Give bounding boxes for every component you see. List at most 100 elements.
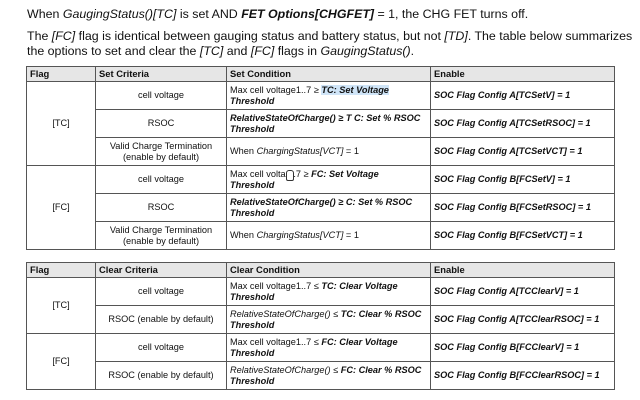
criteria-cell: cell voltage bbox=[95, 277, 227, 306]
condition-threshold: FC: Clear Voltage bbox=[321, 337, 398, 348]
enable-cell: SOC Flag Config A[TCClearRSOC] = 1 bbox=[430, 305, 615, 334]
intro-text: = 1, the CHG FET turns off. bbox=[374, 7, 529, 21]
condition-text: Max cell voltage1..7 ≤ bbox=[230, 281, 322, 292]
intro-text: and bbox=[223, 44, 251, 58]
table-row: [TC] cell voltage Max cell voltage1..7 ≤… bbox=[26, 277, 615, 334]
condition-text: Max cell voltage1..7 ≤ bbox=[230, 337, 322, 348]
condition-threshold: Threshold bbox=[230, 95, 275, 106]
table-row: RSOC RelativeStateOfCharge() ≥ C: Set % … bbox=[27, 193, 615, 222]
condition-cell: Max cell voltage1..7 ≤ TC: Clear Voltage… bbox=[226, 277, 431, 306]
criteria-note: (enable by default) bbox=[122, 151, 200, 162]
condition-cell: When ChargingStatus[VCT] = 1 bbox=[226, 221, 431, 250]
condition-text: When bbox=[230, 230, 257, 241]
condition-register: ChargingStatus[VCT] bbox=[256, 230, 344, 241]
criteria-cell: cell voltage bbox=[95, 81, 227, 110]
enable-cell: SOC Flag Config B[FCSetV] = 1 bbox=[430, 165, 615, 194]
condition-text: Max cell voltage1..7 ≥ bbox=[230, 85, 322, 96]
criteria-cell: RSOC bbox=[95, 109, 227, 138]
table-header-row: Flag Clear Criteria Clear Condition Enab… bbox=[26, 262, 615, 278]
enable-cell: SOC Flag Config A[TCSetVCT] = 1 bbox=[430, 137, 615, 166]
condition-threshold-highlighted: TC: Set Voltage bbox=[321, 85, 389, 96]
criteria-cell: Valid Charge Termination(enable by defau… bbox=[95, 137, 227, 166]
criteria-cell: RSOC bbox=[95, 193, 227, 222]
condition-cell: RelativeStateOfCharge() ≥ T C: Set % RSO… bbox=[226, 109, 431, 138]
intro-text: the options to set and clear the bbox=[27, 44, 200, 58]
condition-text: = 1 bbox=[343, 230, 359, 241]
intro-register: GaugingStatus()[TC] bbox=[62, 7, 177, 21]
table-row: RSOC RelativeStateOfCharge() ≥ T C: Set … bbox=[27, 109, 615, 138]
table-row: RSOC (enable by default) RelativeStateOf… bbox=[27, 305, 615, 334]
condition-text: RelativeStateOfCharge() ≥ C: Set % RSOC bbox=[230, 197, 413, 208]
flag-cell: [TC] bbox=[26, 81, 96, 166]
enable-cell: SOC Flag Config B[FCClearV] = 1 bbox=[430, 333, 615, 362]
intro-text: is set AND bbox=[176, 7, 242, 21]
clear-criteria-table: Flag Clear Criteria Clear Condition Enab… bbox=[26, 262, 615, 390]
condition-text: RelativeStateOfCharge() ≤ bbox=[230, 309, 341, 320]
condition-text: When bbox=[230, 146, 257, 157]
intro-text: . The table below summarizes bbox=[467, 29, 633, 43]
condition-threshold: TC: Clear Voltage bbox=[321, 281, 398, 292]
criteria-text: Valid Charge Termination bbox=[109, 141, 213, 152]
flag-cell: [TC] bbox=[26, 277, 96, 334]
table-row: [TC] cell voltage Max cell voltage1..7 ≥… bbox=[26, 81, 615, 166]
intro-text: flag is identical between gauging status… bbox=[75, 29, 445, 43]
intro-flag: [FC] bbox=[51, 29, 76, 43]
criteria-text: Valid Charge Termination bbox=[109, 225, 213, 236]
condition-text: RelativeStateOfCharge() ≥ T C: Set % RSO… bbox=[230, 113, 421, 124]
condition-threshold: TC: Clear % RSOC bbox=[340, 309, 422, 320]
enable-cell: SOC Flag Config B[FCSetVCT] = 1 bbox=[430, 221, 615, 250]
condition-threshold: Threshold bbox=[230, 291, 275, 302]
enable-cell: SOC Flag Config B[FCClearRSOC] = 1 bbox=[430, 361, 615, 390]
condition-cell: Max cell voltage1..7 ≤ FC: Clear Voltage… bbox=[226, 333, 431, 362]
table-row: Valid Charge Termination(enable by defau… bbox=[27, 137, 615, 166]
mouse-cursor-icon bbox=[286, 170, 294, 181]
intro-paragraph-2: The [FC] flag is identical between gaugi… bbox=[27, 29, 632, 44]
criteria-note: (enable by default) bbox=[122, 235, 200, 246]
intro-text: . bbox=[410, 44, 415, 58]
header-flag: Flag bbox=[26, 262, 96, 278]
intro-paragraph-3: the options to set and clear the [TC] an… bbox=[27, 44, 414, 59]
intro-register: FET Options[CHGFET] bbox=[241, 7, 375, 21]
table-row: Valid Charge Termination(enable by defau… bbox=[27, 221, 615, 250]
intro-paragraph-1: When GaugingStatus()[TC] is set AND FET … bbox=[27, 7, 528, 22]
header-set-condition: Set Condition bbox=[226, 66, 431, 82]
intro-flag: [FC] bbox=[250, 44, 275, 58]
condition-cell: RelativeStateOfCharge() ≤ TC: Clear % RS… bbox=[226, 305, 431, 334]
condition-cell: RelativeStateOfCharge() ≤ FC: Clear % RS… bbox=[226, 361, 431, 390]
condition-cell: When ChargingStatus[VCT] = 1 bbox=[226, 137, 431, 166]
intro-text: flags in bbox=[274, 44, 321, 58]
flag-cell: [FC] bbox=[26, 165, 96, 250]
enable-cell: SOC Flag Config B[FCSetRSOC] = 1 bbox=[430, 193, 615, 222]
enable-cell: SOC Flag Config A[TCSetV] = 1 bbox=[430, 81, 615, 110]
table-row: [FC] cell voltage Max cell voltage1..7 ≤… bbox=[26, 333, 615, 390]
intro-register: GaugingStatus() bbox=[320, 44, 411, 58]
header-clear-criteria: Clear Criteria bbox=[95, 262, 227, 278]
header-clear-condition: Clear Condition bbox=[226, 262, 431, 278]
condition-text: Max cell volta bbox=[230, 169, 286, 180]
condition-register: ChargingStatus[VCT] bbox=[256, 146, 344, 157]
condition-threshold: FC: Clear % RSOC bbox=[340, 365, 422, 376]
condition-threshold: Threshold bbox=[230, 207, 275, 218]
set-criteria-table: Flag Set Criteria Set Condition Enable [… bbox=[26, 66, 615, 250]
intro-flag: [TD] bbox=[444, 29, 468, 43]
enable-cell: SOC Flag Config A[TCClearV] = 1 bbox=[430, 277, 615, 306]
condition-text: = 1 bbox=[343, 146, 359, 157]
condition-threshold: Threshold bbox=[230, 319, 275, 330]
table-header-row: Flag Set Criteria Set Condition Enable bbox=[26, 66, 615, 82]
header-enable: Enable bbox=[430, 262, 615, 278]
condition-text: RelativeStateOfCharge() ≤ bbox=[230, 365, 341, 376]
condition-threshold: FC: Set Voltage bbox=[311, 169, 379, 180]
intro-flag: [TC] bbox=[199, 44, 224, 58]
condition-threshold: Threshold bbox=[230, 123, 275, 134]
header-set-criteria: Set Criteria bbox=[95, 66, 227, 82]
header-flag: Flag bbox=[26, 66, 96, 82]
condition-threshold: Threshold bbox=[230, 375, 275, 386]
criteria-cell: cell voltage bbox=[95, 165, 227, 194]
condition-threshold: Threshold bbox=[230, 179, 275, 190]
criteria-cell: Valid Charge Termination(enable by defau… bbox=[95, 221, 227, 250]
intro-text: When bbox=[27, 7, 63, 21]
table-row: RSOC (enable by default) RelativeStateOf… bbox=[27, 361, 615, 390]
